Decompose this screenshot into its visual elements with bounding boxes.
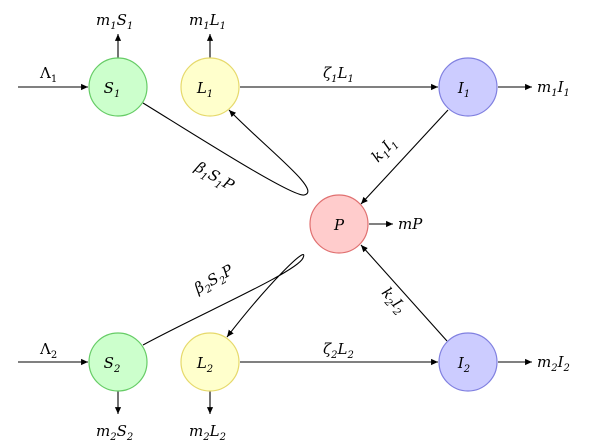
edges — [18, 34, 532, 414]
node-l2-label: L2 — [196, 354, 213, 375]
label-m1i1: m1I1 — [537, 78, 570, 99]
node-l2-border — [180, 332, 240, 392]
node-i1: I1 — [438, 57, 498, 117]
node-i2-circle — [439, 333, 497, 391]
label-m1s1: m1S1 — [96, 11, 133, 32]
node-s1: S1 — [88, 57, 148, 117]
edge-i1-to-p — [360, 109, 449, 205]
label-lambda2: Λ2 — [39, 340, 57, 361]
node-i1-border — [438, 57, 498, 117]
node-s1-circle — [89, 58, 147, 116]
node-l1-circle — [181, 58, 239, 116]
label-zeta2l2: ζ2L2 — [323, 340, 354, 361]
edge-infection-s2-to-l2 — [142, 254, 305, 346]
node-p: P — [309, 194, 369, 254]
label-lambda1: Λ1 — [39, 64, 57, 85]
node-p-label: P — [333, 216, 345, 234]
node-s1-border — [88, 57, 148, 117]
node-s2-label: S2 — [104, 354, 121, 375]
node-i1-circle — [439, 58, 497, 116]
label-m2s2: m2S2 — [96, 422, 133, 443]
node-s2: S2 — [88, 332, 148, 392]
label-k1i1: k1I1 — [368, 133, 402, 168]
label-beta1s1p: β1S1P — [190, 157, 238, 197]
node-s2-border — [88, 332, 148, 392]
label-mp: mP — [398, 215, 423, 233]
label-m1l1: m1L1 — [189, 11, 226, 32]
label-m2l2: m2L2 — [189, 422, 226, 443]
node-l1: L1 — [180, 57, 240, 117]
node-i2-border — [438, 332, 498, 392]
label-beta2s2p: β2S2P — [190, 261, 238, 301]
node-l1-border — [180, 57, 240, 117]
label-zeta1l1: ζ1L1 — [323, 64, 354, 85]
label-m2i2: m2I2 — [537, 353, 570, 374]
node-p-border — [309, 194, 369, 254]
node-s2-circle — [89, 333, 147, 391]
node-l2-circle — [181, 333, 239, 391]
edge-infection-s1-to-l1 — [142, 102, 309, 196]
node-s1-label: S1 — [104, 79, 121, 100]
node-l1-label: L1 — [196, 79, 213, 100]
label-k2i2: k2I2 — [376, 284, 410, 319]
edge-i2-to-p — [360, 244, 448, 342]
node-i1-label: I1 — [457, 79, 470, 100]
node-i2-label: I2 — [457, 354, 470, 375]
node-p-circle — [310, 195, 368, 253]
node-l2: L2 — [180, 332, 240, 392]
node-i2: I2 — [438, 332, 498, 392]
